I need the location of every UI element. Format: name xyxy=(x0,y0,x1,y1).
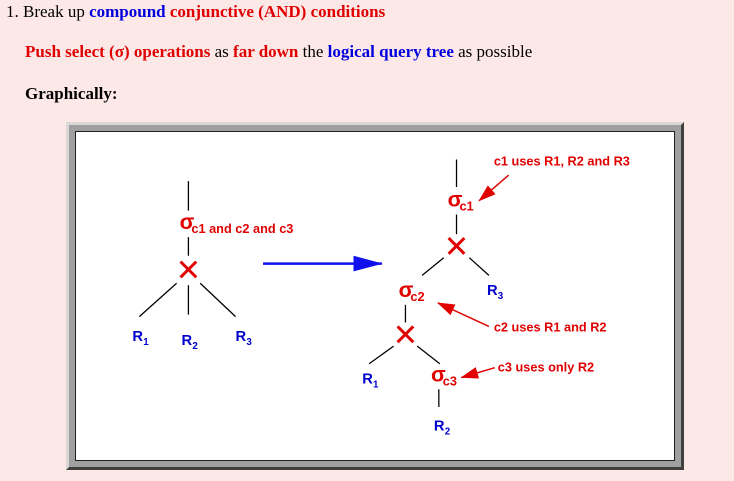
left-sigma: σ xyxy=(180,209,195,234)
sigma-c3: σ xyxy=(431,361,446,386)
right-relation-r2: R 2 xyxy=(434,419,451,438)
heading-step-1: 1. Break up compound conjunctive (AND) c… xyxy=(6,2,385,22)
svg-text:c2 uses R1 and R2: c2 uses R1 and R2 xyxy=(494,319,607,334)
annotation-c2: c2 uses R1 and R2 xyxy=(436,302,607,334)
top-cross-join-icon xyxy=(447,237,466,255)
diagram-canvas: σ c1 and c2 and c3 R 1 R 2 xyxy=(75,131,675,461)
graphically-label: Graphically: xyxy=(25,84,118,103)
query-tree-diagram: σ c1 and c2 and c3 R 1 R 2 xyxy=(132,153,630,437)
push-select-text: Push select (σ) operations xyxy=(25,42,211,61)
left-edge-r1 xyxy=(138,282,178,318)
left-cross-join-icon xyxy=(179,260,198,279)
step-number: 1. xyxy=(6,2,19,21)
left-relation-r1: R 1 xyxy=(132,329,149,348)
far-down-text: far down xyxy=(233,42,299,61)
svg-text:R: R xyxy=(487,283,498,299)
svg-text:3: 3 xyxy=(246,337,252,348)
sigma-c1-label: c1 xyxy=(459,199,473,214)
top-join-right-edge xyxy=(468,257,490,276)
annotation-c3: c3 uses only R2 xyxy=(460,360,594,379)
svg-text:R: R xyxy=(236,329,247,345)
sigma-c3-label: c3 xyxy=(443,373,457,388)
svg-text:R: R xyxy=(132,329,143,345)
svg-text:c3 uses only R2: c3 uses only R2 xyxy=(498,360,594,375)
left-relation-r3: R 3 xyxy=(236,329,253,348)
right-tree: σ c1 R 3 σ c2 xyxy=(362,159,504,437)
conjunctive-text: conjunctive (AND) conditions xyxy=(169,2,386,21)
right-relation-r1: R 1 xyxy=(362,371,379,390)
annotation-c2-arrow xyxy=(436,302,490,328)
left-tree: σ c1 and c2 and c3 R 1 R 2 xyxy=(132,181,293,352)
annotation-c1-arrow xyxy=(478,174,510,202)
svg-text:1: 1 xyxy=(143,337,149,348)
top-join-left-edge xyxy=(421,257,445,276)
lower-cross-join-icon xyxy=(396,325,415,344)
left-edge-r3 xyxy=(199,282,236,318)
logical-tree-text: logical query tree xyxy=(327,42,454,61)
svg-text:R: R xyxy=(434,419,445,435)
right-relation-r3: R 3 xyxy=(487,283,504,302)
svg-text:R: R xyxy=(362,371,373,387)
lower-join-right-edge xyxy=(416,345,441,365)
sigma-c2: σ xyxy=(399,277,414,302)
svg-text:1: 1 xyxy=(373,379,379,390)
as-possible-text: as possible xyxy=(458,42,533,61)
break-up-text: Break up xyxy=(23,2,85,21)
the-text: the xyxy=(302,42,324,61)
svg-text:3: 3 xyxy=(498,291,504,302)
sigma-c2-label: c2 xyxy=(410,289,424,304)
annotation-c3-arrow xyxy=(460,366,496,379)
push-select-rule: Push select (σ) operations as far down t… xyxy=(25,42,532,62)
left-relation-r2: R 2 xyxy=(182,333,199,352)
annotation-c1: c1 uses R1, R2 and R3 xyxy=(478,153,630,202)
diagram-frame: σ c1 and c2 and c3 R 1 R 2 xyxy=(66,122,684,470)
left-select-condition: c1 and c2 and c3 xyxy=(191,221,293,236)
compound-text: compound xyxy=(89,2,166,21)
svg-text:c1 uses R1, R2 and R3: c1 uses R1, R2 and R3 xyxy=(494,153,630,168)
sigma-c1: σ xyxy=(448,187,463,212)
lower-join-left-edge xyxy=(368,345,395,365)
svg-text:2: 2 xyxy=(445,426,451,437)
svg-text:2: 2 xyxy=(192,341,198,352)
svg-text:R: R xyxy=(182,333,193,349)
as-text: as xyxy=(214,42,229,61)
